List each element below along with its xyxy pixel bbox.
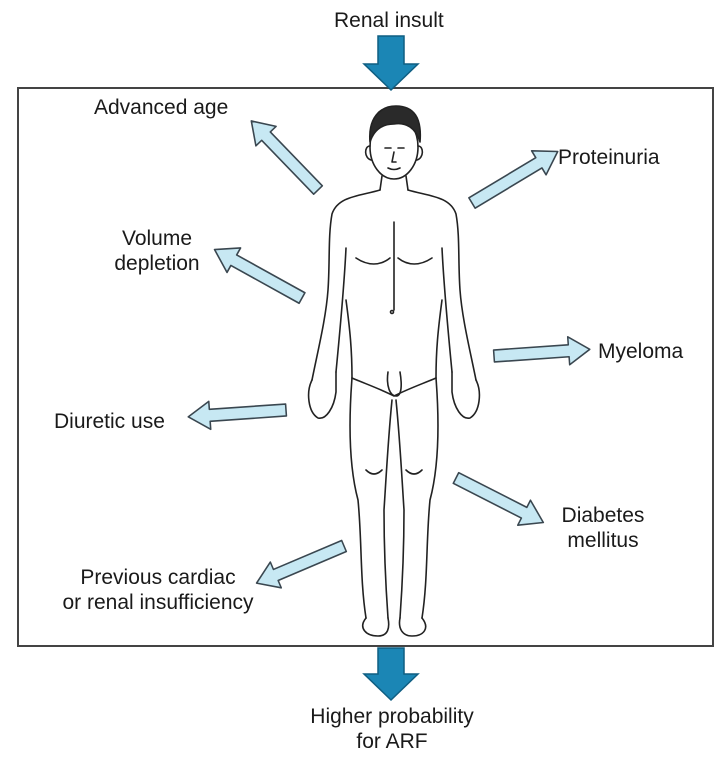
arf-line1: Higher probability <box>286 704 498 729</box>
previous-line1: Previous cardiac <box>40 565 276 590</box>
proteinuria-label: Proteinuria <box>558 145 660 170</box>
advanced-age-label: Advanced age <box>94 95 228 120</box>
arf-line2: for ARF <box>286 729 498 754</box>
myeloma-label: Myeloma <box>598 339 683 364</box>
diabetes-label: Diabetes mellitus <box>548 503 658 553</box>
renal-insult-label: Renal insult <box>334 8 444 33</box>
volume-depletion-line2: depletion <box>106 251 208 276</box>
diabetes-line2: mellitus <box>548 528 658 553</box>
diuretic-use-label: Diuretic use <box>54 409 165 434</box>
previous-line2: or renal insufficiency <box>40 590 276 615</box>
renal-insult-arrow <box>364 36 418 90</box>
previous-insufficiency-label: Previous cardiac or renal insufficiency <box>40 565 276 615</box>
frame <box>18 88 713 646</box>
arf-arrow <box>364 648 418 700</box>
volume-depletion-line1: Volume <box>106 226 208 251</box>
volume-depletion-label: Volume depletion <box>106 226 208 276</box>
arf-label: Higher probability for ARF <box>286 704 498 754</box>
diabetes-line1: Diabetes <box>548 503 658 528</box>
